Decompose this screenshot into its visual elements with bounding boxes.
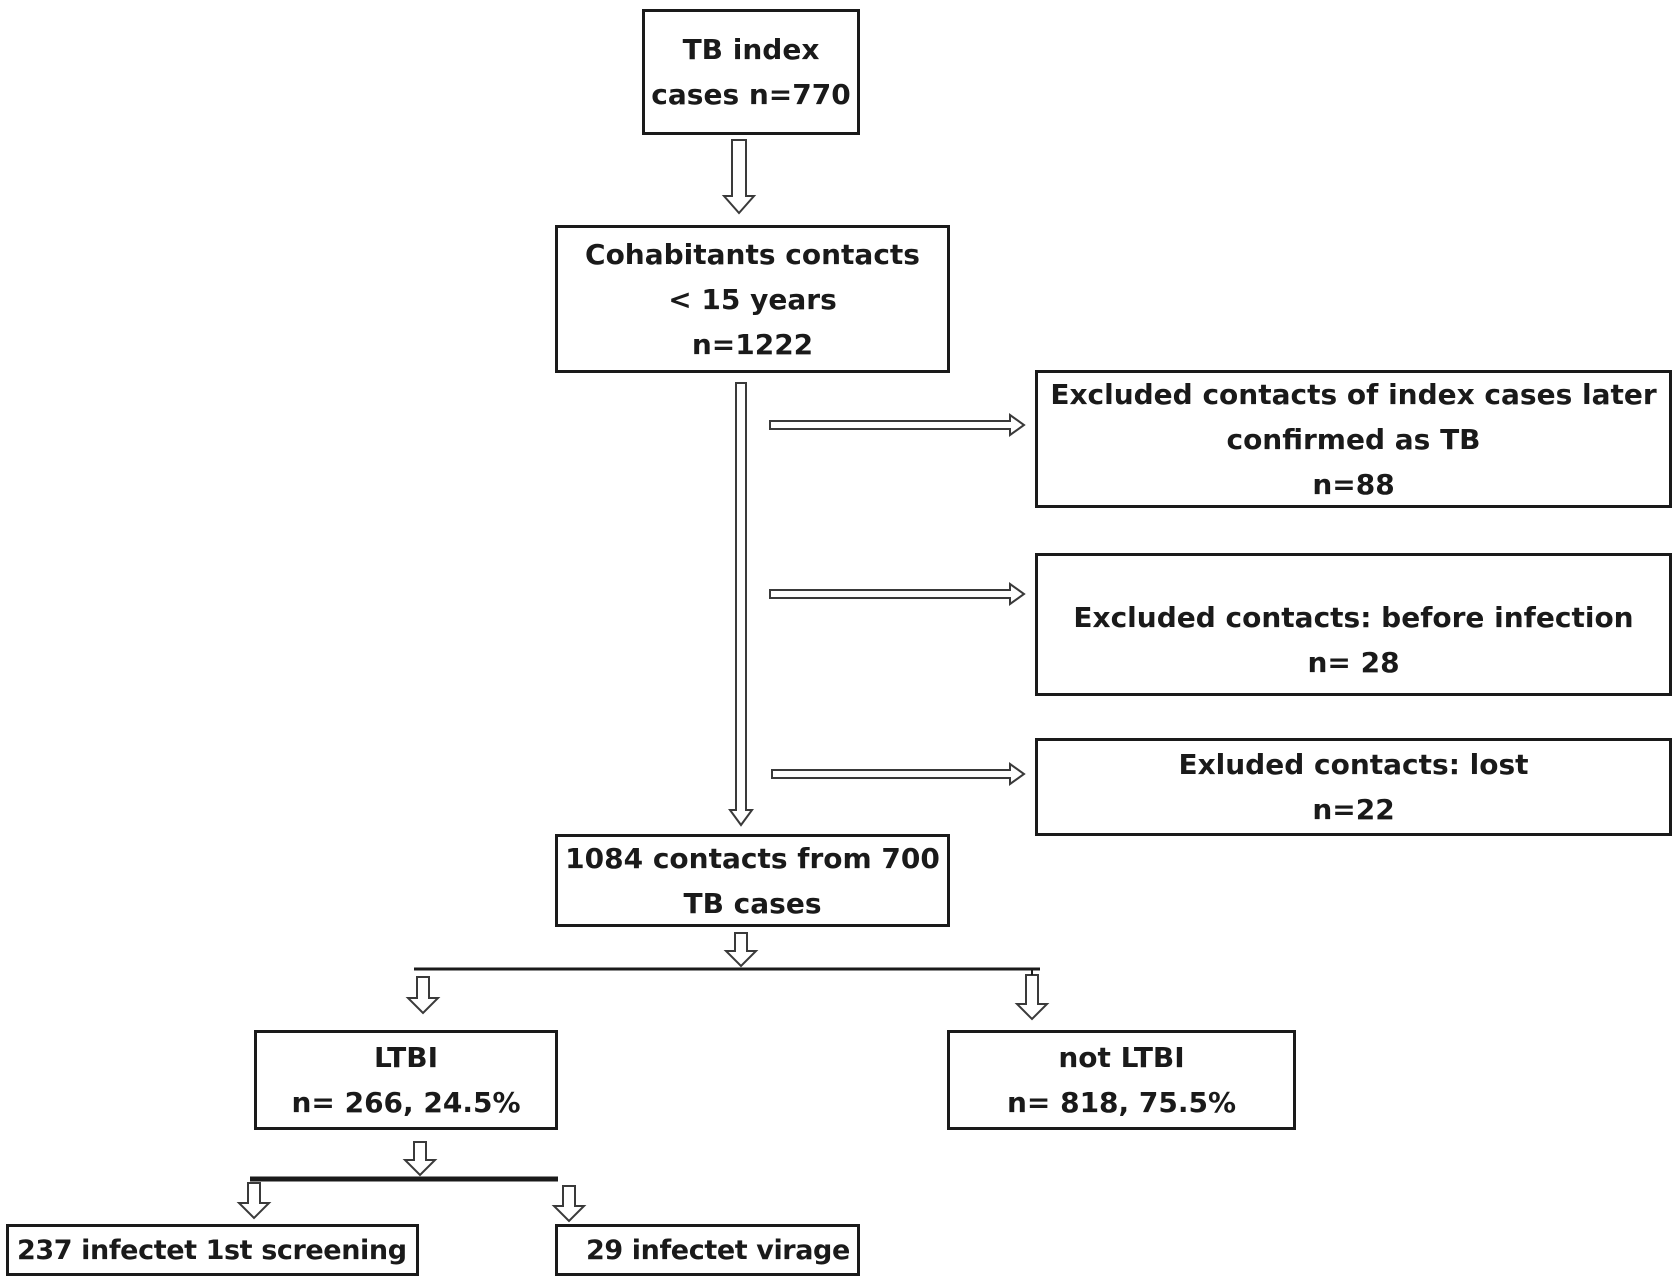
cohabitants-box: Cohabitants contacts < 15 years n=1222 [555, 225, 950, 373]
ltbi-box: LTBI n= 266, 24.5% [254, 1030, 558, 1130]
index-cases-line1: TB index [682, 33, 820, 66]
contacts-final-line2: TB cases [683, 886, 822, 920]
cohabitants-line3: n=1222 [691, 327, 814, 361]
index-cases-box: TB index cases n=770 [642, 9, 860, 135]
arrow-down-virage [551, 1185, 587, 1223]
excluded-later-tb-line3: n=88 [1312, 467, 1395, 501]
excluded-later-tb-line1: Excluded contacts of index cases later [1050, 377, 1657, 411]
excluded-before-infection-line1: Excluded contacts: before infection [1073, 601, 1634, 634]
index-cases-line2: cases n=770 [651, 78, 851, 111]
arrow-down-ltbi [405, 976, 441, 1015]
excluded-before-infection-box: Excluded contacts: before infection n= 2… [1035, 553, 1672, 696]
excluded-later-tb-line2: confirmed as TB [1226, 422, 1481, 456]
arrow-down-ltbi-split [402, 1141, 438, 1177]
arrow-down-index [721, 139, 757, 215]
arrow-right-excluded-lost [771, 762, 1026, 786]
excluded-later-tb-box: Excluded contacts of index cases later c… [1035, 370, 1672, 508]
arrow-right-excluded-tb [769, 413, 1026, 437]
contacts-final-line1: 1084 contacts from 700 [565, 841, 940, 875]
arrow-down-first-screening [236, 1182, 272, 1220]
excluded-lost-box: Exluded contacts: lost n=22 [1035, 738, 1672, 836]
first-screening-line1: 237 infectet 1st screening [17, 1234, 407, 1266]
cohabitants-line2: < 15 years [668, 282, 837, 316]
virage-box: 29 infectet virage [555, 1224, 860, 1276]
contacts-final-box: 1084 contacts from 700 TB cases [555, 834, 950, 927]
excluded-lost-line2: n=22 [1312, 793, 1395, 826]
virage-line1: 29 infectet virage [586, 1234, 850, 1266]
ltbi-line1: LTBI [373, 1041, 439, 1074]
arrow-right-excluded-before [769, 582, 1026, 606]
not-ltbi-box: not LTBI n= 818, 75.5% [947, 1030, 1296, 1130]
not-ltbi-line2: n= 818, 75.5% [1006, 1086, 1237, 1119]
arrow-down-main [728, 382, 754, 827]
cohabitants-line1: Cohabitants contacts [585, 237, 920, 271]
not-ltbi-line1: not LTBI [1058, 1041, 1185, 1074]
excluded-lost-line1: Exluded contacts: lost [1178, 748, 1529, 781]
first-screening-box: 237 infectet 1st screening [6, 1224, 419, 1276]
excluded-before-infection-line2: n= 28 [1307, 646, 1400, 679]
arrow-down-not-ltbi [1014, 974, 1050, 1021]
arrow-down-to-split [723, 932, 759, 968]
ltbi-line2: n= 266, 24.5% [291, 1086, 521, 1119]
